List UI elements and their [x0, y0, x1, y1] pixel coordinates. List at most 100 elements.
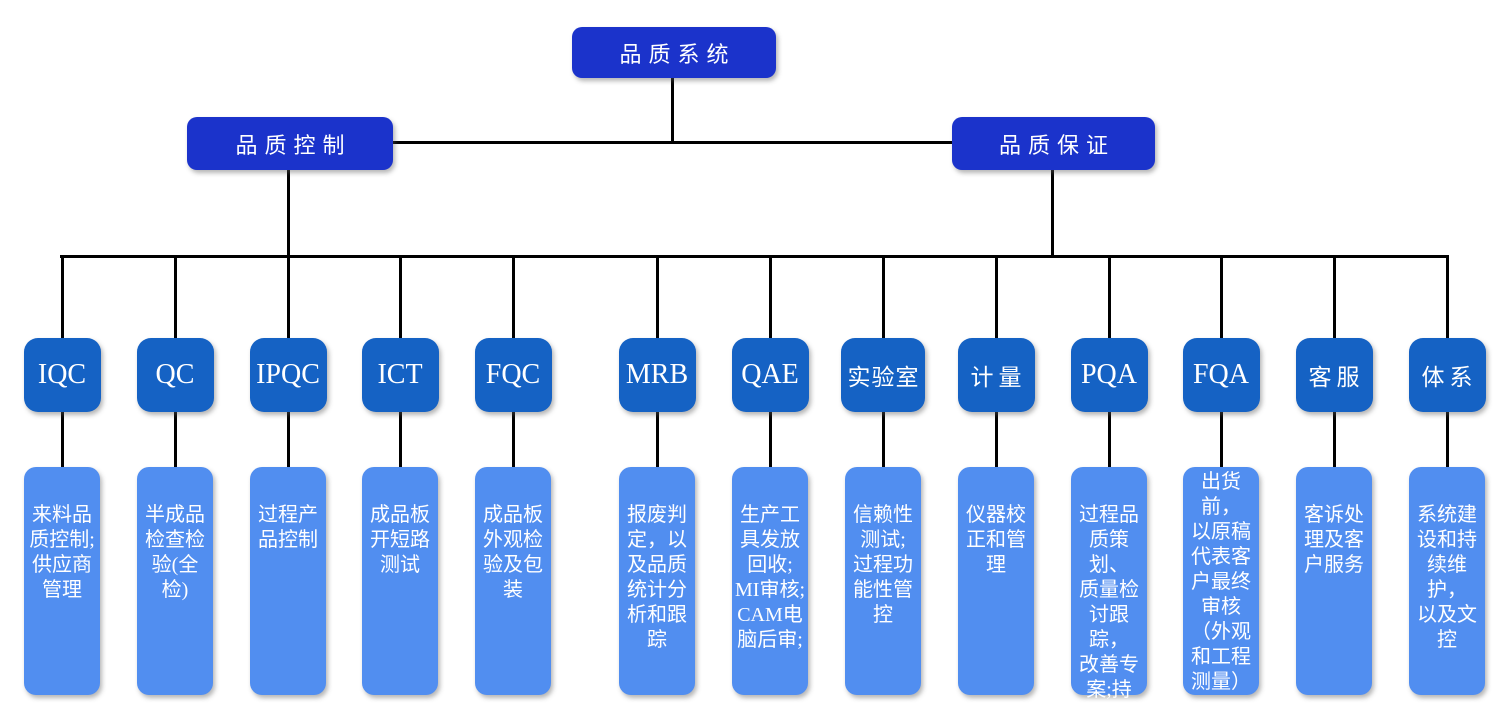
connector-qc-drop: [287, 168, 290, 258]
desc-system: 系统建 设和持 续维护， 以及文 控: [1409, 467, 1485, 695]
connector-bus-to-lab: [881, 255, 885, 338]
desc-fqa: 出货前， 以原稿 代表客 户最终 审核 （外观 和工程 测量）: [1183, 467, 1259, 695]
connector-branch-link: [392, 141, 952, 144]
connector-fqa-to-desc: [1219, 412, 1223, 467]
connector-fqc-to-desc: [511, 412, 515, 467]
desc-qc: 半成品 检查检 验(全 检): [137, 467, 213, 695]
connector-bus-to-pqa: [1107, 255, 1111, 338]
desc-qae: 生产工 具发放 回收; MI审核; CAM电 脑后审;: [732, 467, 808, 695]
desc-metrology: 仪器校 正和管 理: [958, 467, 1034, 695]
connector-bus-to-fqc: [511, 255, 515, 338]
node-qae-label: QAE: [741, 359, 799, 390]
column-customer-service: 客服 客诉处 理及客 户服务: [1277, 255, 1391, 695]
desc-fqc-text: 成品板 外观检 验及包 装: [483, 504, 543, 601]
connector-metrology-to-desc: [994, 412, 998, 467]
connector-bus-to-iqc: [60, 255, 64, 338]
node-system: 体系: [1408, 338, 1486, 412]
column-qc: QC 半成品 检查检 验(全 检): [118, 255, 232, 695]
node-qae: QAE: [731, 338, 809, 412]
desc-ipqc: 过程产 品控制: [250, 467, 326, 695]
connector-bus-to-metrology: [994, 255, 998, 338]
desc-mrb-text: 报废判 定，以 及品质 统计分 析和跟 踪: [627, 504, 687, 651]
node-quality-assurance: 品质保证: [952, 117, 1155, 170]
desc-fqa-text: 出货前， 以原稿 代表客 户最终 审核 （外观 和工程 测量）: [1191, 471, 1251, 693]
desc-qae-text: 生产工 具发放 回收; MI审核; CAM电 脑后审;: [735, 504, 805, 651]
node-system-label: 体系: [1421, 365, 1478, 390]
node-ipqc-label: IPQC: [256, 359, 320, 390]
column-fqa: FQA 出货前， 以原稿 代表客 户最终 审核 （外观 和工程 测量）: [1164, 255, 1278, 695]
column-pqa: PQA 过程品 质策划、 质量检 讨跟踪， 改善专 案;持 续改善: [1052, 255, 1166, 721]
column-iqc: IQC 来料品 质控制; 供应商 管理: [5, 255, 119, 695]
connector-bus-to-qae: [768, 255, 772, 338]
node-root: 品质系统: [572, 27, 776, 78]
desc-mrb: 报废判 定，以 及品质 统计分 析和跟 踪: [619, 467, 695, 695]
connector-qae-to-desc: [768, 412, 772, 467]
connector-customer-service-to-desc: [1332, 412, 1336, 467]
desc-lab-text: 信赖性 测试; 过程功 能性管 控: [853, 504, 913, 626]
node-pqa: PQA: [1070, 338, 1148, 412]
node-mrb-label: MRB: [625, 359, 689, 390]
desc-ipqc-text: 过程产 品控制: [258, 504, 318, 551]
desc-lab: 信赖性 测试; 过程功 能性管 控: [845, 467, 921, 695]
node-lab-label: 实验室: [847, 365, 920, 390]
node-qc: QC: [136, 338, 214, 412]
desc-iqc-text: 来料品 质控制; 供应商 管理: [29, 504, 95, 601]
connector-bus: [60, 255, 1449, 258]
node-quality-control-label: 品质控制: [235, 132, 352, 158]
connector-qa-drop: [1051, 168, 1054, 258]
node-root-label: 品质系统: [619, 41, 736, 67]
connector-bus-to-ipqc: [286, 255, 290, 338]
node-customer-service-label: 客服: [1308, 365, 1365, 390]
connector-bus-to-customer-service: [1332, 255, 1336, 338]
connector-root-drop: [671, 76, 674, 144]
node-fqa-label: FQA: [1192, 359, 1249, 390]
node-ipqc: IPQC: [249, 338, 327, 412]
column-qae: QAE 生产工 具发放 回收; MI审核; CAM电 脑后审;: [713, 255, 827, 695]
connector-pqa-to-desc: [1107, 412, 1111, 467]
column-fqc: FQC 成品板 外观检 验及包 装: [456, 255, 570, 695]
connector-bus-to-mrb: [655, 255, 659, 338]
desc-fqc: 成品板 外观检 验及包 装: [475, 467, 551, 695]
desc-metrology-text: 仪器校 正和管 理: [966, 504, 1026, 576]
node-lab: 实验室: [841, 338, 925, 412]
node-fqc: FQC: [474, 338, 552, 412]
node-quality-assurance-label: 品质保证: [998, 132, 1115, 158]
desc-pqa-text: 过程品 质策划、 质量检 讨跟踪， 改善专 案;持 续改善: [1079, 504, 1139, 721]
node-quality-control: 品质控制: [187, 117, 393, 170]
connector-ict-to-desc: [398, 412, 402, 467]
node-mrb: MRB: [618, 338, 696, 412]
column-ict: ICT 成品板 开短路 测试: [343, 255, 457, 695]
desc-iqc: 来料品 质控制; 供应商 管理: [24, 467, 100, 695]
desc-customer-service: 客诉处 理及客 户服务: [1296, 467, 1372, 695]
connector-qc-to-desc: [173, 412, 177, 467]
connector-lab-to-desc: [881, 412, 885, 467]
desc-qc-text: 半成品 检查检 验(全 检): [145, 504, 205, 601]
desc-system-text: 系统建 设和持 续维护， 以及文 控: [1417, 504, 1477, 651]
node-customer-service: 客服: [1295, 338, 1373, 412]
desc-ict: 成品板 开短路 测试: [362, 467, 438, 695]
connector-bus-to-qc: [173, 255, 177, 338]
node-fqa: FQA: [1182, 338, 1260, 412]
node-metrology: 计量: [957, 338, 1035, 412]
column-mrb: MRB 报废判 定，以 及品质 统计分 析和跟 踪: [600, 255, 714, 695]
desc-pqa: 过程品 质策划、 质量检 讨跟踪， 改善专 案;持 续改善: [1071, 467, 1147, 721]
node-pqa-label: PQA: [1080, 359, 1137, 390]
column-metrology: 计量 仪器校 正和管 理: [939, 255, 1053, 695]
node-metrology-label: 计量: [970, 365, 1027, 390]
node-iqc-label: IQC: [37, 359, 87, 390]
connector-system-to-desc: [1445, 412, 1449, 467]
column-lab: 实验室 信赖性 测试; 过程功 能性管 控: [826, 255, 940, 695]
node-iqc: IQC: [23, 338, 101, 412]
node-qc-label: QC: [155, 359, 195, 390]
connector-mrb-to-desc: [655, 412, 659, 467]
connector-bus-to-fqa: [1219, 255, 1223, 338]
node-ict: ICT: [361, 338, 439, 412]
desc-ict-text: 成品板 开短路 测试: [370, 504, 430, 576]
node-fqc-label: FQC: [485, 359, 541, 390]
column-system: 体系 系统建 设和持 续维护， 以及文 控: [1390, 255, 1504, 695]
connector-iqc-to-desc: [60, 412, 64, 467]
column-ipqc: IPQC 过程产 品控制: [231, 255, 345, 695]
connector-bus-to-ict: [398, 255, 402, 338]
connector-bus-to-system: [1445, 255, 1449, 338]
